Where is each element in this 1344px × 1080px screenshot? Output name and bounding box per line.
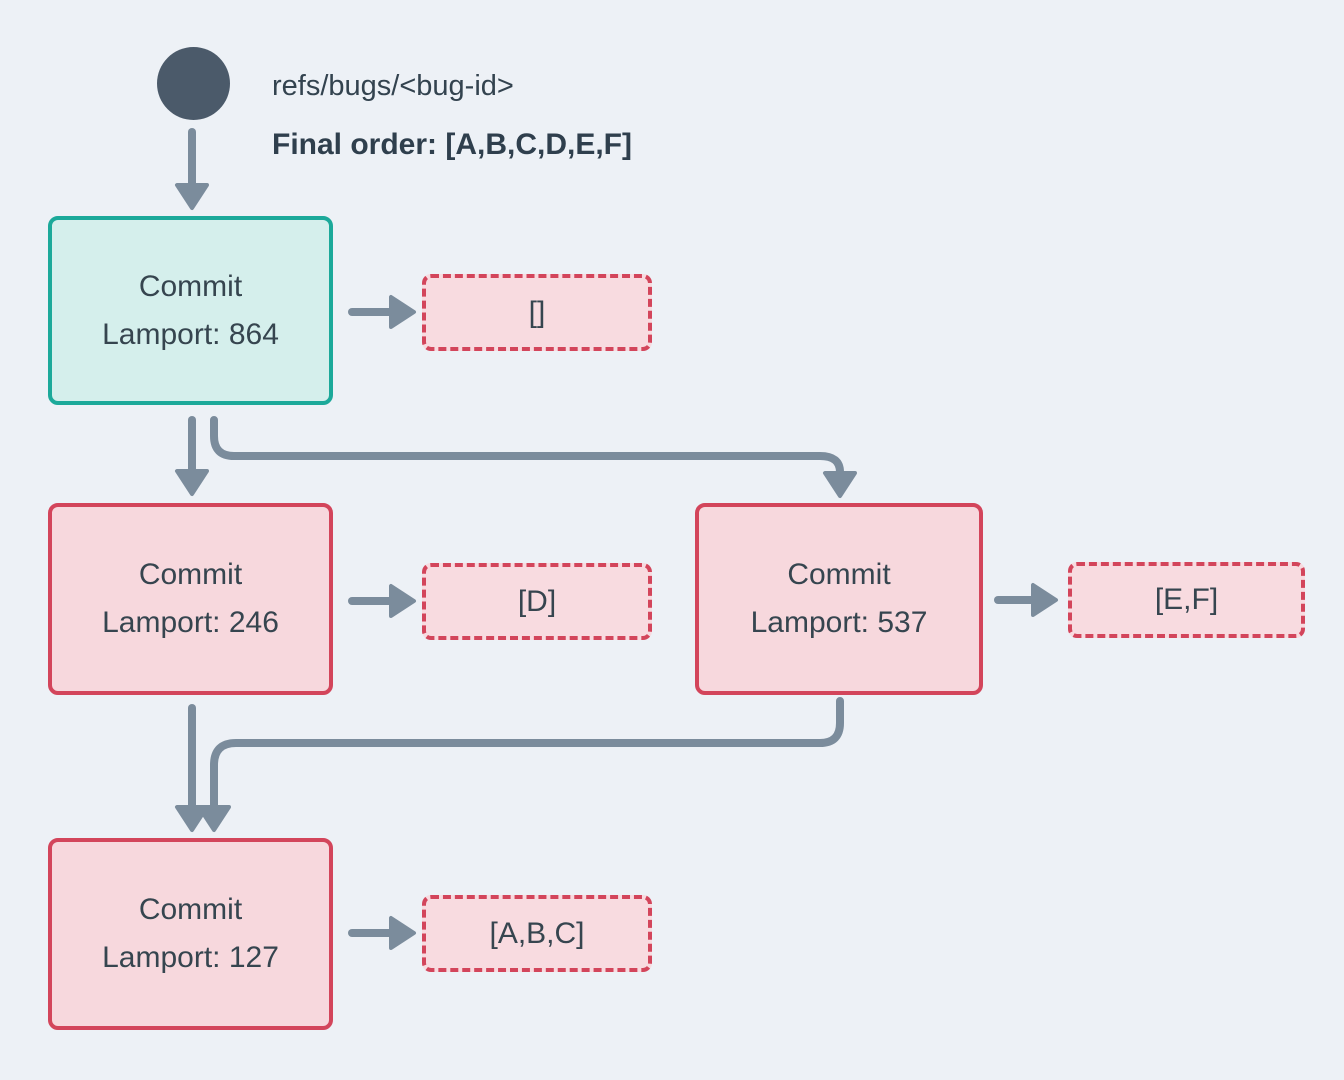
ops-list-value: [A,B,C] [489, 916, 585, 950]
ops-list-root: [] [422, 274, 652, 351]
commit-title: Commit [138, 893, 243, 926]
ops-list-value: [] [528, 295, 546, 329]
final-order-label: Final order: [A,B,C,D,E,F] [272, 128, 632, 161]
edge-left-to-merge [175, 704, 209, 832]
commit-node-246: Commit Lamport: 246 [48, 503, 333, 695]
edge-merge-to-list [348, 916, 416, 950]
edge-root-to-list [348, 295, 416, 329]
edge-root-to-right [210, 416, 857, 498]
commit-node-537: Commit Lamport: 537 [695, 503, 983, 695]
edge-left-to-list [348, 584, 416, 618]
commit-title: Commit [138, 269, 243, 303]
commit-node-864: Commit Lamport: 864 [48, 216, 333, 405]
ref-node-icon [157, 47, 230, 120]
commit-lamport: Lamport: 864 [102, 317, 279, 351]
ops-list-value: [E,F] [1154, 583, 1219, 616]
ref-name-label: refs/bugs/<bug-id> [272, 70, 514, 102]
ops-list-right: [E,F] [1068, 562, 1305, 638]
commit-title: Commit [787, 558, 891, 591]
edge-right-to-list [994, 583, 1058, 617]
commit-title: Commit [138, 558, 243, 591]
ops-list-merge: [A,B,C] [422, 895, 652, 972]
ops-list-value: [D] [517, 584, 557, 618]
commit-lamport: Lamport: 537 [750, 606, 928, 639]
edge-root-to-left [175, 416, 209, 496]
edge-ref-to-root [175, 128, 209, 210]
commit-lamport: Lamport: 246 [102, 606, 279, 639]
commit-lamport: Lamport: 127 [102, 941, 279, 974]
commit-node-127: Commit Lamport: 127 [48, 838, 333, 1030]
ops-list-left: [D] [422, 563, 652, 640]
edge-right-to-merge [197, 697, 844, 832]
